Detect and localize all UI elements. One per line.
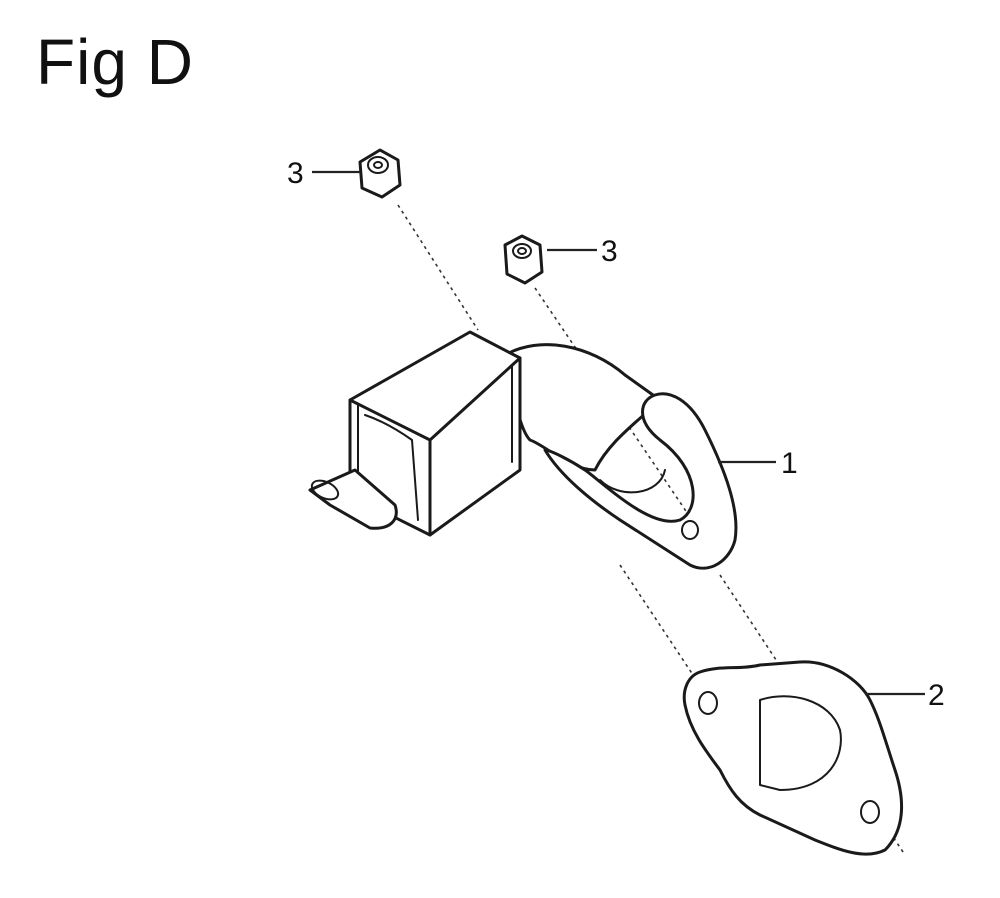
figure-title: Fig D	[36, 26, 194, 98]
gasket-part	[682, 660, 904, 856]
callout-nut-right: 3	[601, 235, 618, 268]
callout-nut-left: 3	[287, 157, 304, 190]
nut-left-part	[358, 148, 402, 199]
callout-muffler: 1	[781, 447, 798, 480]
callout-gasket: 2	[928, 679, 945, 712]
nut-right-part	[503, 234, 544, 285]
leader-lines	[312, 170, 925, 696]
muffler-part	[308, 330, 738, 570]
